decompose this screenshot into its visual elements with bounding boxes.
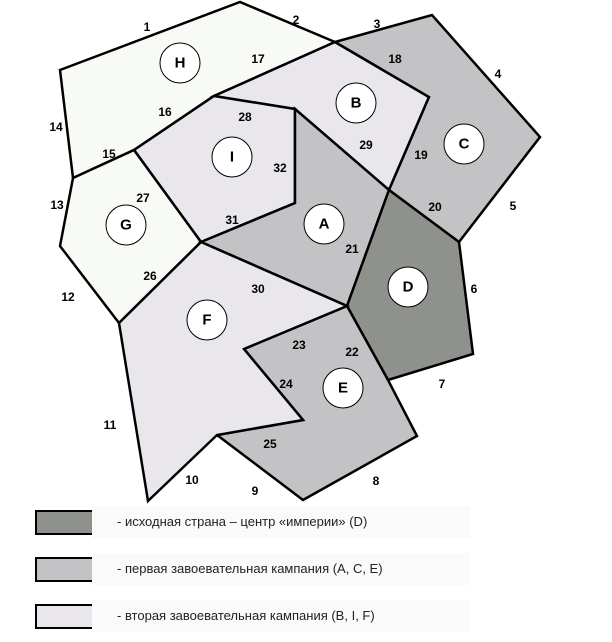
edge-label: 21 [345, 242, 359, 256]
edge-label: 5 [510, 199, 517, 213]
region-marker-a [303, 203, 345, 245]
edge-label: 11 [104, 418, 117, 432]
region-label: I [230, 149, 234, 166]
region-label: B [351, 95, 362, 112]
edge-label: 24 [279, 377, 293, 391]
edge-label: 18 [388, 52, 402, 66]
legend-swatch [35, 603, 97, 629]
edge-label: 23 [292, 338, 306, 352]
edge-label: 1 [144, 20, 151, 34]
region-label: E [338, 380, 348, 397]
edge-label: 31 [225, 213, 239, 227]
region-marker-b [335, 82, 377, 124]
legend-label: - первая завоевательная кампания (А, С, … [92, 553, 470, 585]
edge-label: 20 [428, 200, 442, 214]
region-label: D [403, 279, 414, 296]
edge-label: 27 [136, 191, 150, 205]
legend-item-empire: - исходная страна – центр «империи» (D) [35, 506, 470, 538]
edge-label: 8 [373, 474, 380, 488]
region-marker-e [322, 367, 364, 409]
edge-label: 22 [345, 345, 359, 359]
region-label: H [175, 55, 186, 72]
region-marker-h [159, 42, 201, 84]
region-label: A [319, 216, 330, 233]
edge-label: 10 [185, 473, 199, 487]
legend-item-second-campaign: - вторая завоевательная кампания (В, I, … [35, 600, 470, 632]
edge-label: 13 [50, 198, 64, 212]
region-marker-i [211, 136, 253, 178]
legend-label: - исходная страна – центр «империи» (D) [92, 506, 470, 538]
region-label: G [120, 217, 132, 234]
edge-label: 4 [495, 67, 502, 81]
region-marker-f [186, 299, 228, 341]
edge-label: 29 [359, 138, 373, 152]
legend-label: - вторая завоевательная кампания (В, I, … [92, 600, 470, 632]
edge-label: 3 [374, 17, 381, 31]
edge-label: 15 [102, 147, 116, 161]
edge-label: 26 [143, 269, 157, 283]
edge-label: 25 [263, 437, 277, 451]
region-marker-d [387, 266, 429, 308]
edge-label: 19 [414, 148, 428, 162]
edge-label: 12 [61, 290, 75, 304]
edge-label: 7 [439, 377, 446, 391]
edge-label: 17 [251, 52, 265, 66]
edge-label: 9 [252, 484, 259, 498]
edge-label: 2 [293, 13, 300, 27]
region-f [117, 240, 351, 504]
edge-label: 28 [238, 110, 252, 124]
legend-swatch [35, 556, 97, 582]
edge-label: 16 [158, 105, 172, 119]
edge-label: 30 [251, 282, 265, 296]
edge-label: 32 [273, 161, 287, 175]
legend-swatch [35, 509, 97, 535]
region-label: C [459, 136, 470, 153]
region-marker-g [105, 204, 147, 246]
region-label: F [202, 312, 211, 329]
edge-label: 14 [49, 120, 63, 134]
edge-label: 6 [471, 282, 478, 296]
legend-item-first-campaign: - первая завоевательная кампания (А, С, … [35, 553, 470, 585]
region-marker-c [443, 123, 485, 165]
